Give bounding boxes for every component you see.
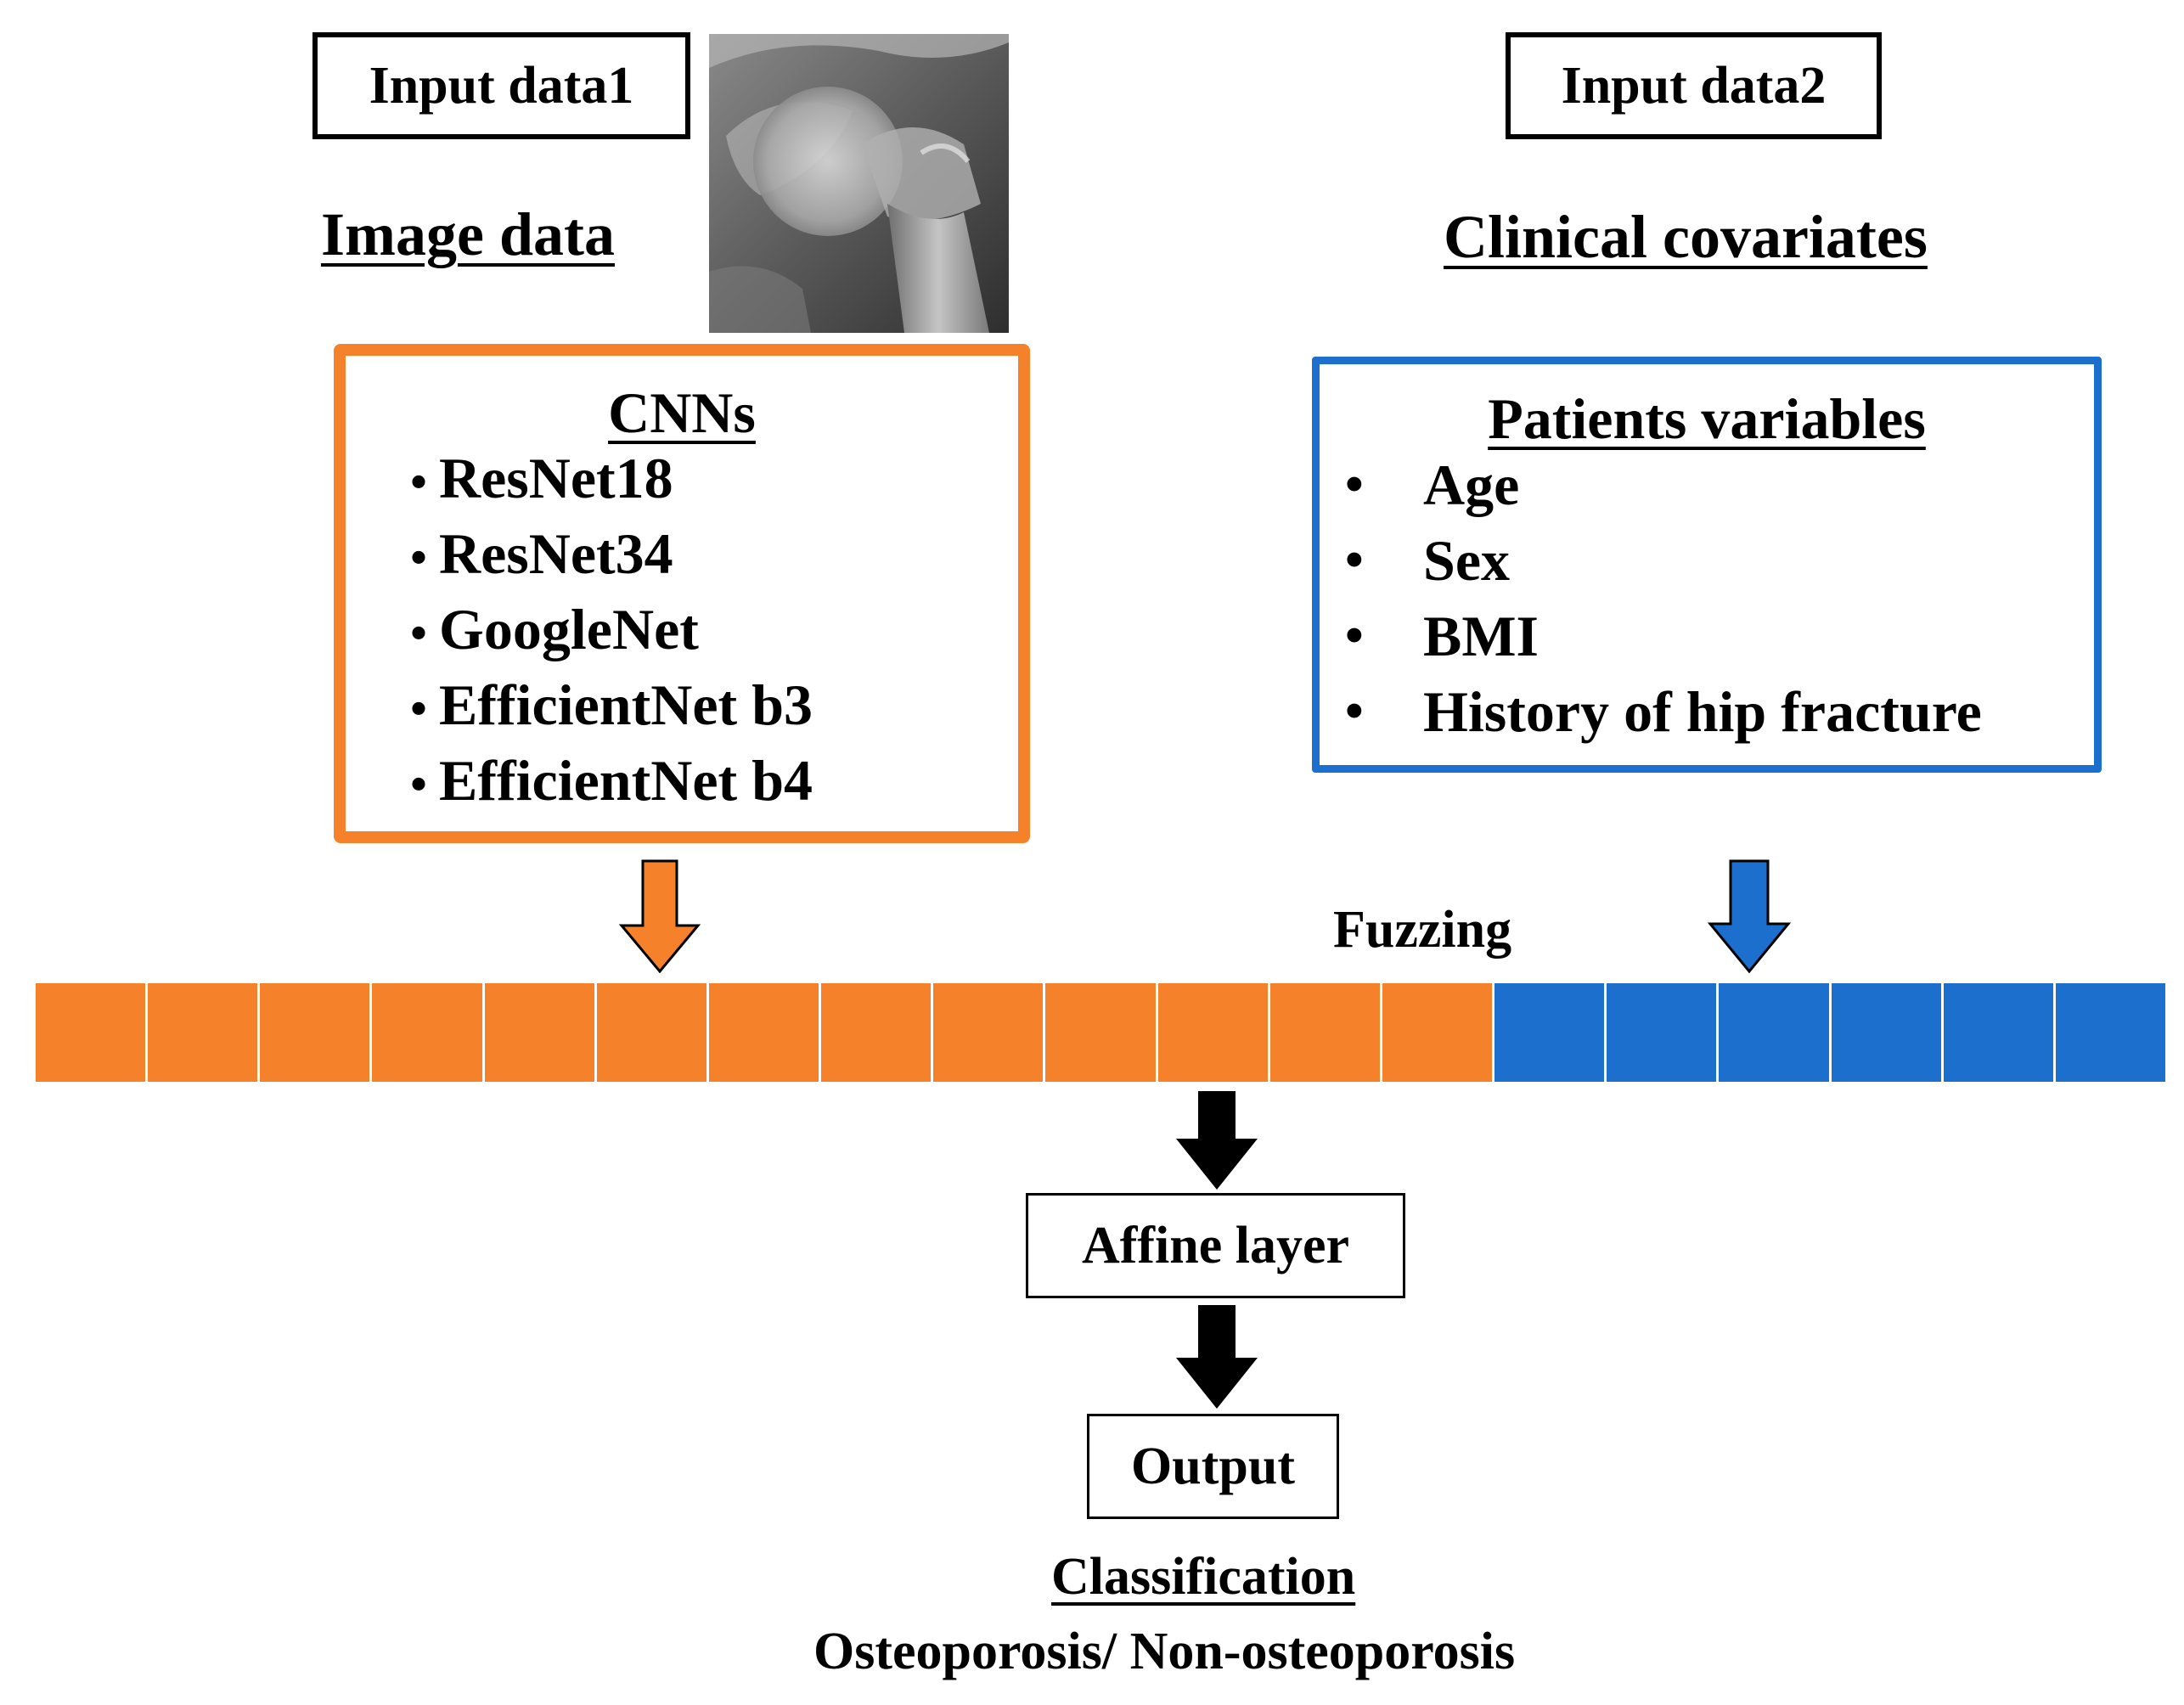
clinical-covariates-title: Clinical covariates — [1444, 203, 1928, 271]
black-down-arrow-icon — [1176, 1305, 1258, 1409]
clinical-feature-cell — [1831, 983, 1944, 1082]
cnn-bullet: ・ — [392, 606, 446, 665]
input-data1-label: Input data1 — [312, 32, 690, 139]
clinical-feature-cell — [2055, 983, 2165, 1082]
input-data1-text: Input data1 — [369, 56, 634, 115]
image-feature-cell — [372, 983, 485, 1082]
patient-panel-title: Patients variables — [1488, 386, 1926, 451]
clinical-feature-cell — [1494, 983, 1607, 1082]
patient-bullet: • — [1345, 683, 1364, 740]
image-feature-cell — [36, 983, 149, 1082]
cnn-item-label: ResNet34 — [439, 521, 673, 586]
image-feature-cell — [484, 983, 597, 1082]
clinical-feature-cell — [1607, 983, 1720, 1082]
patient-variable-item: • Sex — [1345, 523, 1982, 599]
image-feature-cell — [1045, 983, 1158, 1082]
output-box: Output — [1087, 1414, 1339, 1519]
patient-variable-item: • History of hip fracture — [1345, 674, 1982, 750]
fusion-label: Fuzzing — [1333, 901, 1512, 959]
output-label: Output — [1131, 1437, 1295, 1495]
patient-bullet: • — [1345, 532, 1364, 589]
input-data2-text: Input data2 — [1561, 56, 1827, 115]
patient-variable-label: History of hip fracture — [1423, 679, 1982, 744]
cnn-item-label: EfficientNet b3 — [439, 672, 813, 737]
cnn-item-label: EfficientNet b4 — [439, 748, 813, 813]
classification-classes: Osteoporosis/ Non-osteoporosis — [813, 1623, 1516, 1680]
affine-layer-label: Affine layer — [1081, 1216, 1350, 1275]
cnn-item-label: ResNet18 — [439, 446, 673, 510]
cnn-list-item: ・ ResNet34 — [392, 516, 813, 592]
patient-variable-list: • Age • Sex • BMI • History of hip fract… — [1345, 447, 1982, 750]
image-feature-cell — [1382, 983, 1495, 1082]
image-feature-cell — [821, 983, 934, 1082]
image-feature-cell — [148, 983, 261, 1082]
cnn-list-item: ・ EfficientNet b3 — [392, 667, 813, 743]
input-data2-label: Input data2 — [1506, 32, 1882, 139]
image-feature-cell — [708, 983, 822, 1082]
blue-down-arrow-icon — [1707, 859, 1792, 974]
cnn-list: ・ ResNet18 ・ ResNet34 ・ GoogleNet ・ Effi… — [392, 441, 813, 819]
cnn-panel-title: CNNs — [608, 380, 756, 445]
classification-title: Classification — [1051, 1548, 1356, 1606]
cnn-list-item: ・ GoogleNet — [392, 592, 813, 667]
fused-feature-vector — [36, 983, 2165, 1082]
image-feature-cell — [260, 983, 373, 1082]
clinical-feature-cell — [1943, 983, 2056, 1082]
image-feature-cell — [1157, 983, 1270, 1082]
cnn-bullet: ・ — [392, 682, 446, 740]
patient-variable-label: BMI — [1423, 604, 1539, 668]
affine-layer-box: Affine layer — [1026, 1193, 1405, 1298]
cnn-bullet: ・ — [392, 757, 446, 816]
cnn-bullet: ・ — [392, 531, 446, 589]
patient-variable-label: Sex — [1423, 528, 1510, 593]
image-feature-cell — [933, 983, 1046, 1082]
hip-xray-image — [709, 34, 1009, 333]
black-down-arrow-icon — [1176, 1091, 1258, 1190]
cnn-panel: CNNs ・ ResNet18 ・ ResNet34 ・ GoogleNet ・… — [334, 344, 1030, 843]
image-feature-cell — [1269, 983, 1382, 1082]
cnn-item-label: GoogleNet — [439, 597, 699, 661]
cnn-bullet: ・ — [392, 455, 446, 514]
cnn-list-item: ・ EfficientNet b4 — [392, 743, 813, 819]
patient-variable-item: • BMI — [1345, 599, 1982, 674]
patient-bullet: • — [1345, 456, 1364, 514]
image-feature-cell — [596, 983, 709, 1082]
clinical-feature-cell — [1719, 983, 1832, 1082]
cnn-list-item: ・ ResNet18 — [392, 441, 813, 516]
patient-variable-label: Age — [1423, 453, 1520, 517]
image-data-title: Image data — [321, 200, 615, 268]
xray-graphic — [709, 34, 1009, 333]
patient-bullet: • — [1345, 607, 1364, 665]
patient-variable-item: • Age — [1345, 447, 1982, 523]
patient-variables-panel: Patients variables • Age • Sex • BMI • H… — [1312, 357, 2102, 773]
orange-hollow-down-arrow-icon — [618, 859, 701, 974]
